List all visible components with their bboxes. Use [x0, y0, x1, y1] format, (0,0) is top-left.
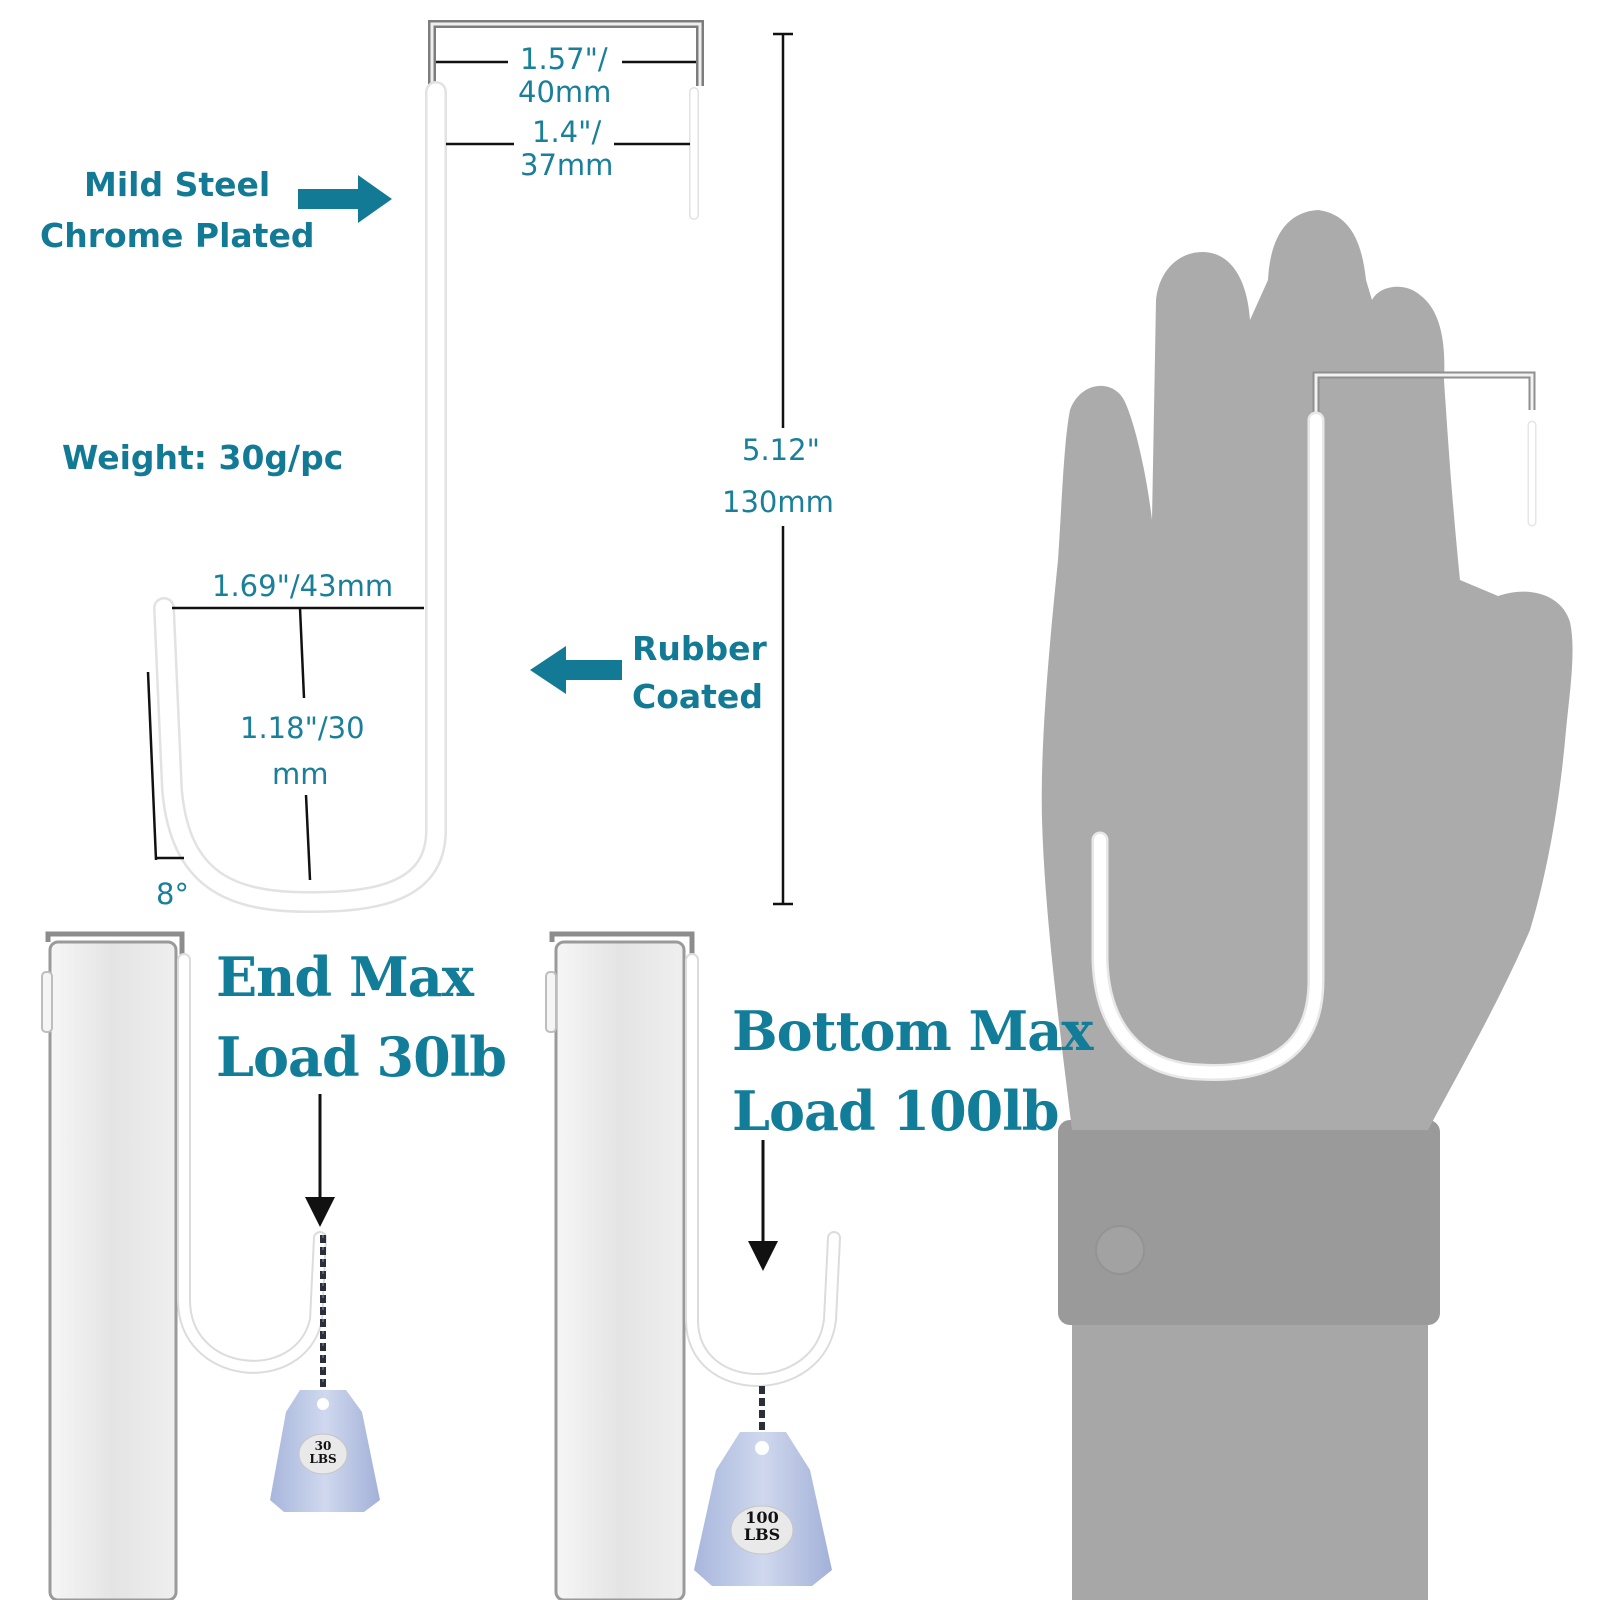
cuff-button — [1095, 1225, 1145, 1275]
bottom-load-line1: Bottom Max — [732, 999, 1093, 1063]
weight-bottom-icon — [694, 1432, 832, 1586]
end-weight-unit: LBS — [309, 1451, 337, 1466]
hook-depth-dim-upper — [298, 607, 306, 699]
door-panel-end — [41, 931, 327, 1600]
end-load-line2: Load 30lb — [216, 1025, 507, 1089]
hook-depth-dim-line2: mm — [272, 757, 329, 791]
bottom-weight-unit: LBS — [743, 1524, 781, 1544]
angle-label: 8° — [156, 877, 189, 911]
height-dim-line2: 130mm — [722, 485, 834, 519]
end-weight-label: 30 LBS — [299, 1440, 347, 1465]
material-label-line2: Chrome Plated — [40, 216, 315, 255]
weight-end-icon — [270, 1390, 380, 1512]
bottom-weight-label: 100 LBS — [730, 1508, 794, 1544]
top-inner-dim-line1: 1.4"/ — [532, 115, 602, 149]
door-panel-bottom — [545, 931, 841, 1600]
top-outer-dim-line1: 1.57"/ — [520, 42, 608, 76]
sleeve-cuff — [1058, 1120, 1440, 1325]
material-label-line1: Mild Steel — [84, 165, 271, 204]
hook-on-hand — [1091, 371, 1537, 1081]
angle-line — [146, 671, 158, 861]
end-load-line1: End Max — [216, 945, 474, 1009]
dimension-lines — [146, 32, 793, 906]
weight-label: Weight: 30g/pc — [62, 438, 344, 477]
coating-label-line1: Rubber — [632, 629, 767, 668]
arrow-left-icon — [530, 646, 622, 694]
hook-width-dim-label: 1.69"/43mm — [212, 569, 394, 603]
hook-depth-dim-lower — [304, 794, 312, 881]
bottom-load-line2: Load 100lb — [732, 1079, 1060, 1143]
hook-depth-dim-line1: 1.18"/30 — [240, 711, 365, 745]
main-hook — [153, 20, 704, 914]
hand-shape — [1041, 210, 1573, 1130]
top-outer-dim-line2: 40mm — [518, 75, 612, 109]
end-weight-number: 30 — [314, 1439, 332, 1453]
hand-silhouette — [1041, 210, 1573, 1600]
bottom-weight-number: 100 — [745, 1508, 779, 1527]
top-inner-dim-line2: 37mm — [520, 148, 614, 182]
arrow-right-icon — [298, 175, 392, 223]
height-dim-line1: 5.12" — [742, 433, 820, 467]
coating-label-line2: Coated — [632, 677, 763, 716]
